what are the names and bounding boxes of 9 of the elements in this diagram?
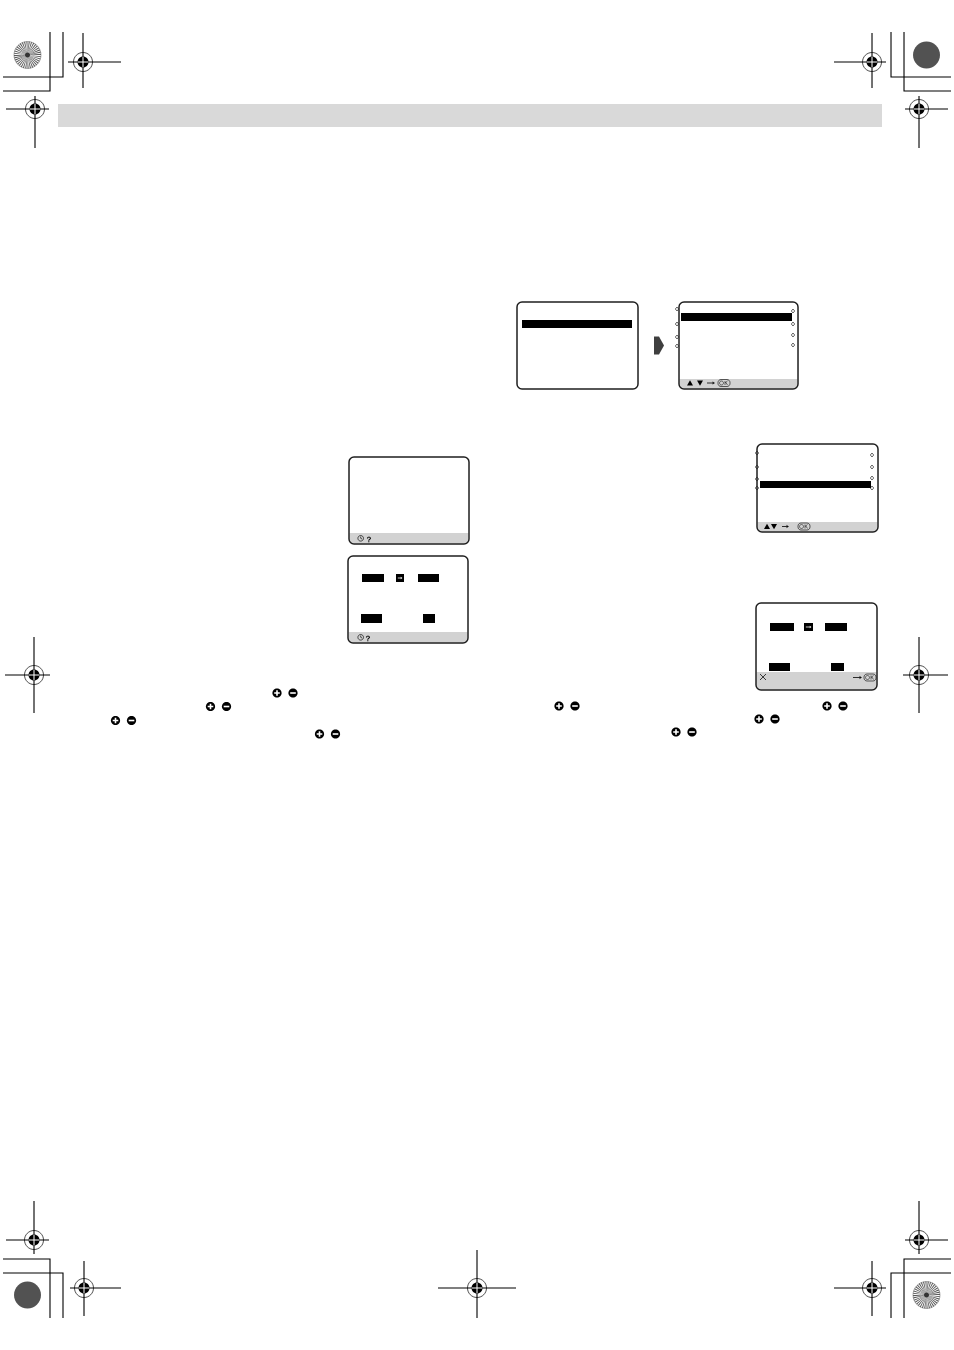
screen [348,456,470,545]
screen [756,443,879,533]
help-text: ? [366,536,371,543]
screen [516,301,639,390]
help-text: ? [365,635,370,642]
screen [678,301,799,390]
arrow [654,336,664,355]
screen [755,602,878,691]
screen [347,555,469,644]
